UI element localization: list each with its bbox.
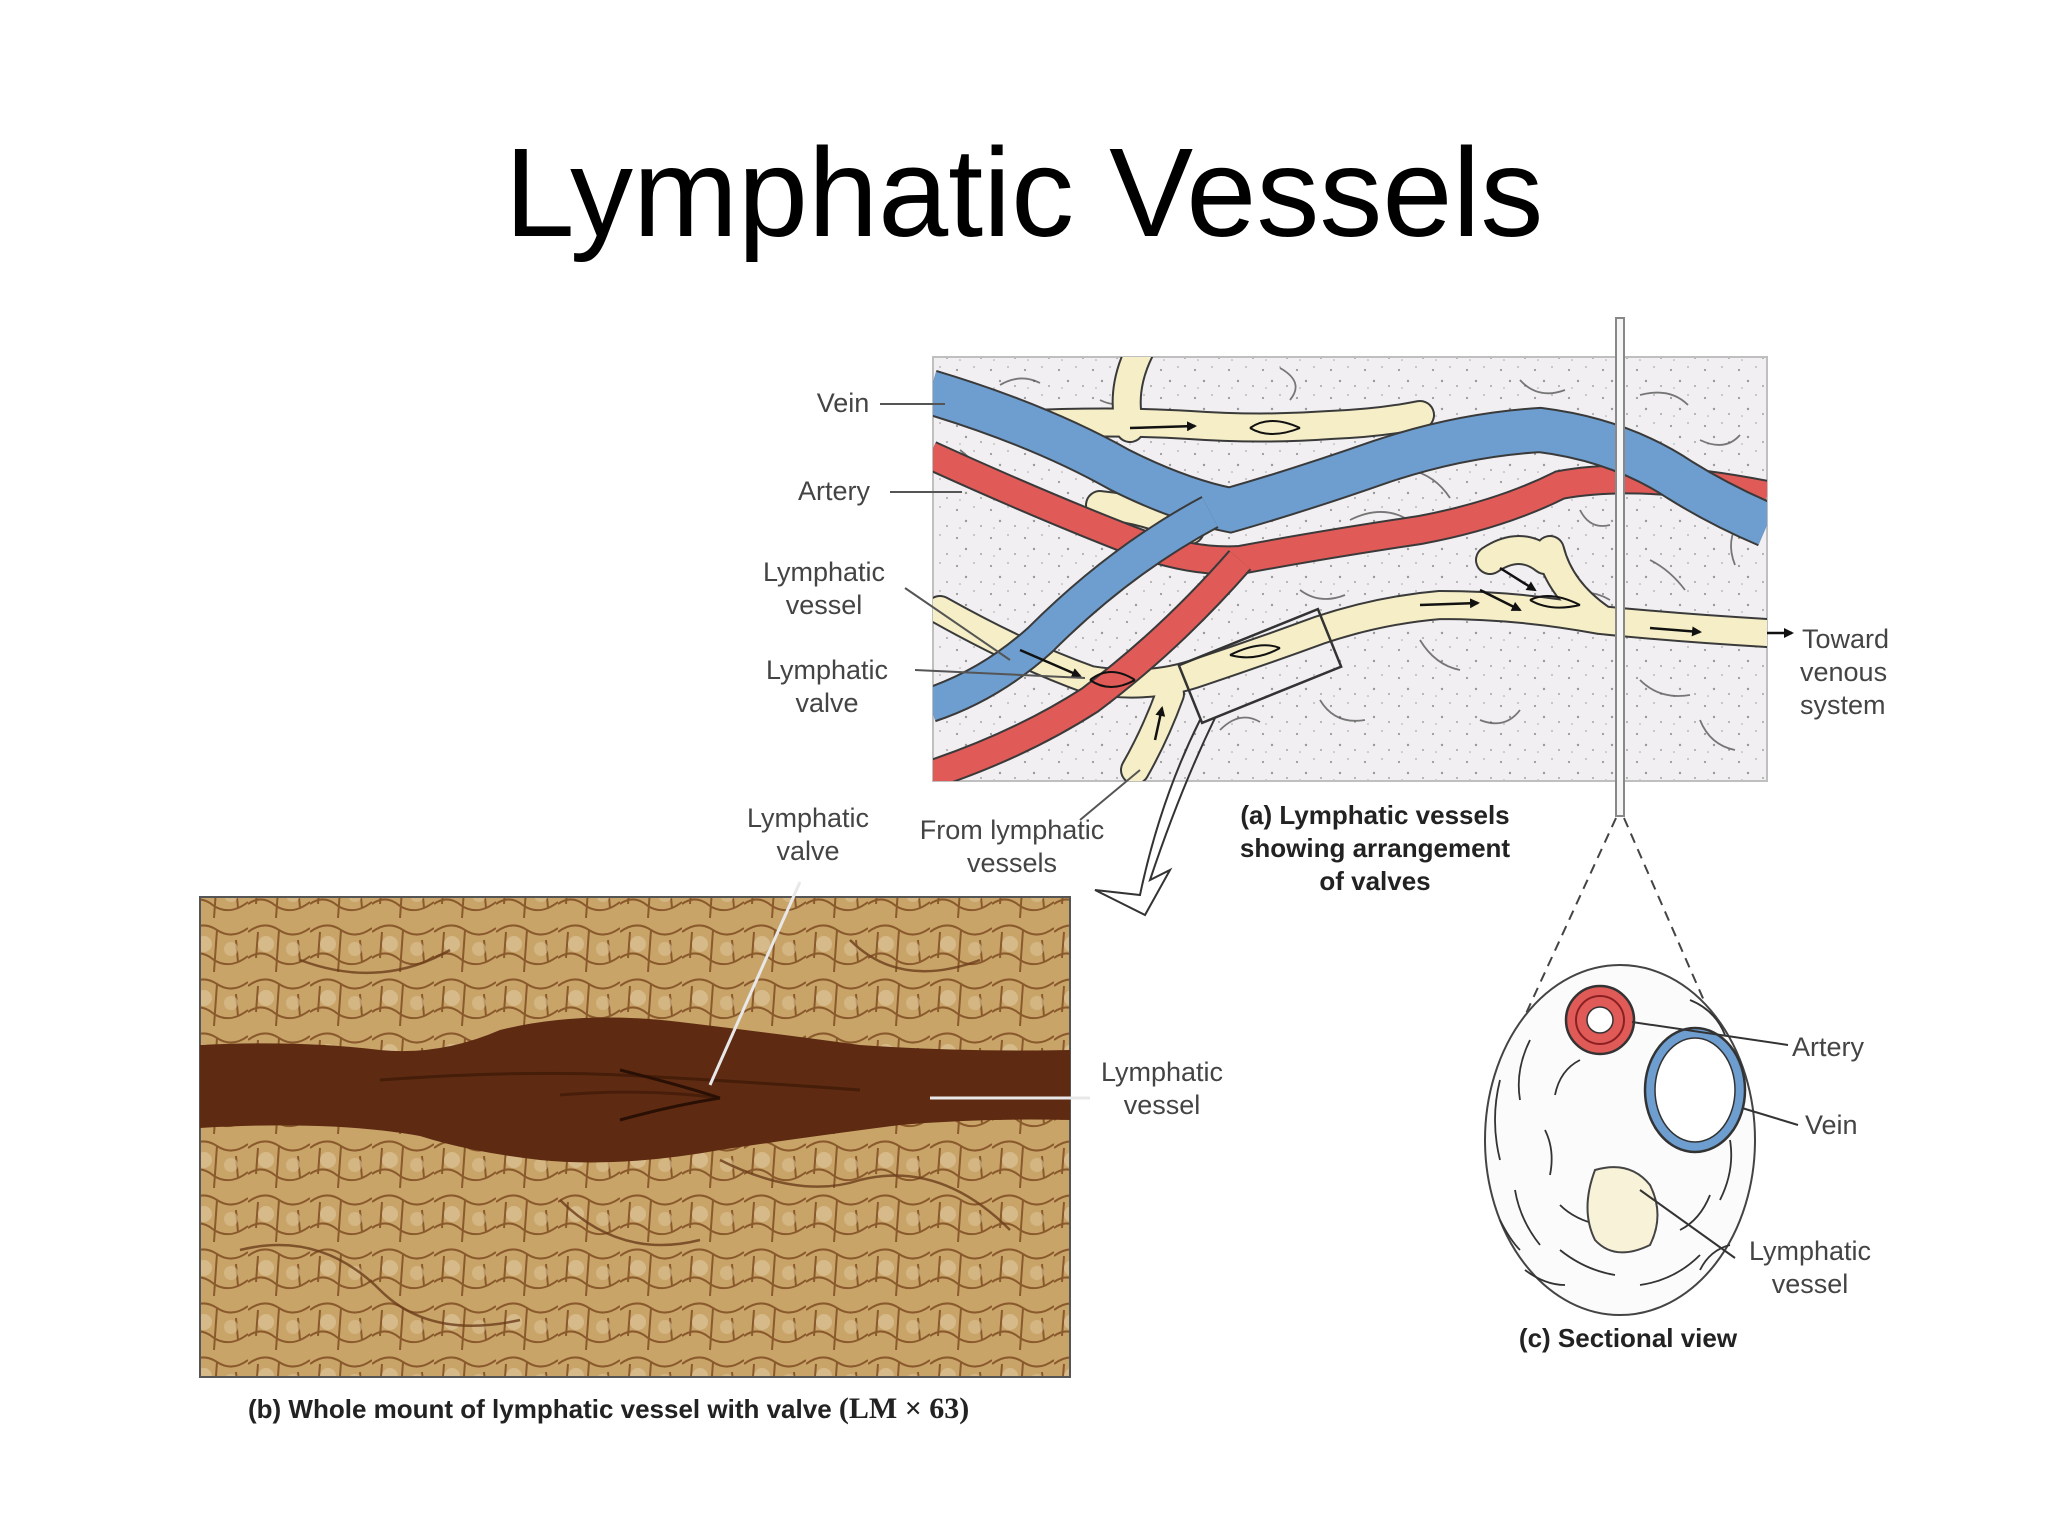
label-vein-c: Vein	[1805, 1110, 1858, 1140]
label-from-lymph-1: From lymphatic	[920, 815, 1105, 845]
micrograph-background	[199, 896, 1071, 1378]
label-from-lymph-2: vessels	[967, 848, 1057, 878]
panel-b-labels: Lymphatic valve Lymphatic vessel (b) Who…	[248, 803, 1223, 1425]
label-artery-c: Artery	[1792, 1032, 1865, 1062]
magnify-callout-arrow	[1094, 717, 1216, 917]
flow-arrows	[1019, 420, 1702, 741]
section-lymphatic-vessel	[1586, 1166, 1659, 1254]
label-vein-a: Vein	[817, 388, 870, 418]
label-lymph-vessel-b-1: Lymphatic	[1101, 1057, 1223, 1087]
label-lymph-vessel-b-2: vessel	[1124, 1090, 1201, 1120]
label-toward-3: system	[1800, 690, 1886, 720]
panel-c-section	[1484, 817, 1799, 1316]
panel-a-tissue	[932, 317, 1794, 917]
valve-magnify-box	[1177, 607, 1343, 725]
label-toward-1: Toward	[1802, 624, 1889, 654]
panel-c-labels: Artery Vein Lymphatic vessel (c) Section…	[1519, 1032, 1871, 1353]
section-plane-line	[1615, 317, 1625, 817]
label-lymph-valve-a-1: Lymphatic	[766, 655, 888, 685]
label-lymph-valve-a-2: valve	[795, 688, 858, 718]
section-dash-left	[1499, 817, 1617, 1071]
label-lymph-vessel-a-1: Lymphatic	[763, 557, 885, 587]
slide-title: Lymphatic Vessels	[504, 122, 1544, 263]
leader-valve-b	[708, 881, 802, 1086]
micrograph-valve	[619, 1068, 721, 1122]
caption-a-1: (a) Lymphatic vessels	[1240, 800, 1509, 830]
caption-a-3: of valves	[1319, 866, 1430, 896]
label-lymph-vessel-a-2: vessel	[786, 590, 863, 620]
caption-b: (b) Whole mount of lymphatic vessel with…	[248, 1392, 969, 1425]
panel-b-micrograph	[199, 881, 1090, 1378]
caption-b-magnification: (LM × 63)	[839, 1392, 969, 1425]
label-lymph-vessel-c-1: Lymphatic	[1749, 1236, 1871, 1266]
label-lymph-vessel-c-2: vessel	[1772, 1269, 1849, 1299]
label-lymph-valve-b-1: Lymphatic	[747, 803, 869, 833]
vein-vessel-a	[933, 369, 1767, 723]
caption-c: (c) Sectional view	[1519, 1323, 1738, 1353]
caption-b-main: (b) Whole mount of lymphatic vessel with…	[248, 1394, 839, 1424]
caption-a-2: showing arrangement	[1240, 833, 1510, 863]
panel-a-labels: Vein Artery Lymphatic vessel Lymphatic v…	[763, 388, 1889, 896]
label-artery-a: Artery	[798, 476, 871, 506]
label-lymph-valve-b-2: valve	[776, 836, 839, 866]
artery-vessel-a	[933, 441, 1767, 781]
micrograph-lymphatic-vessel	[200, 1017, 1070, 1163]
label-toward-2: venous	[1800, 657, 1887, 687]
